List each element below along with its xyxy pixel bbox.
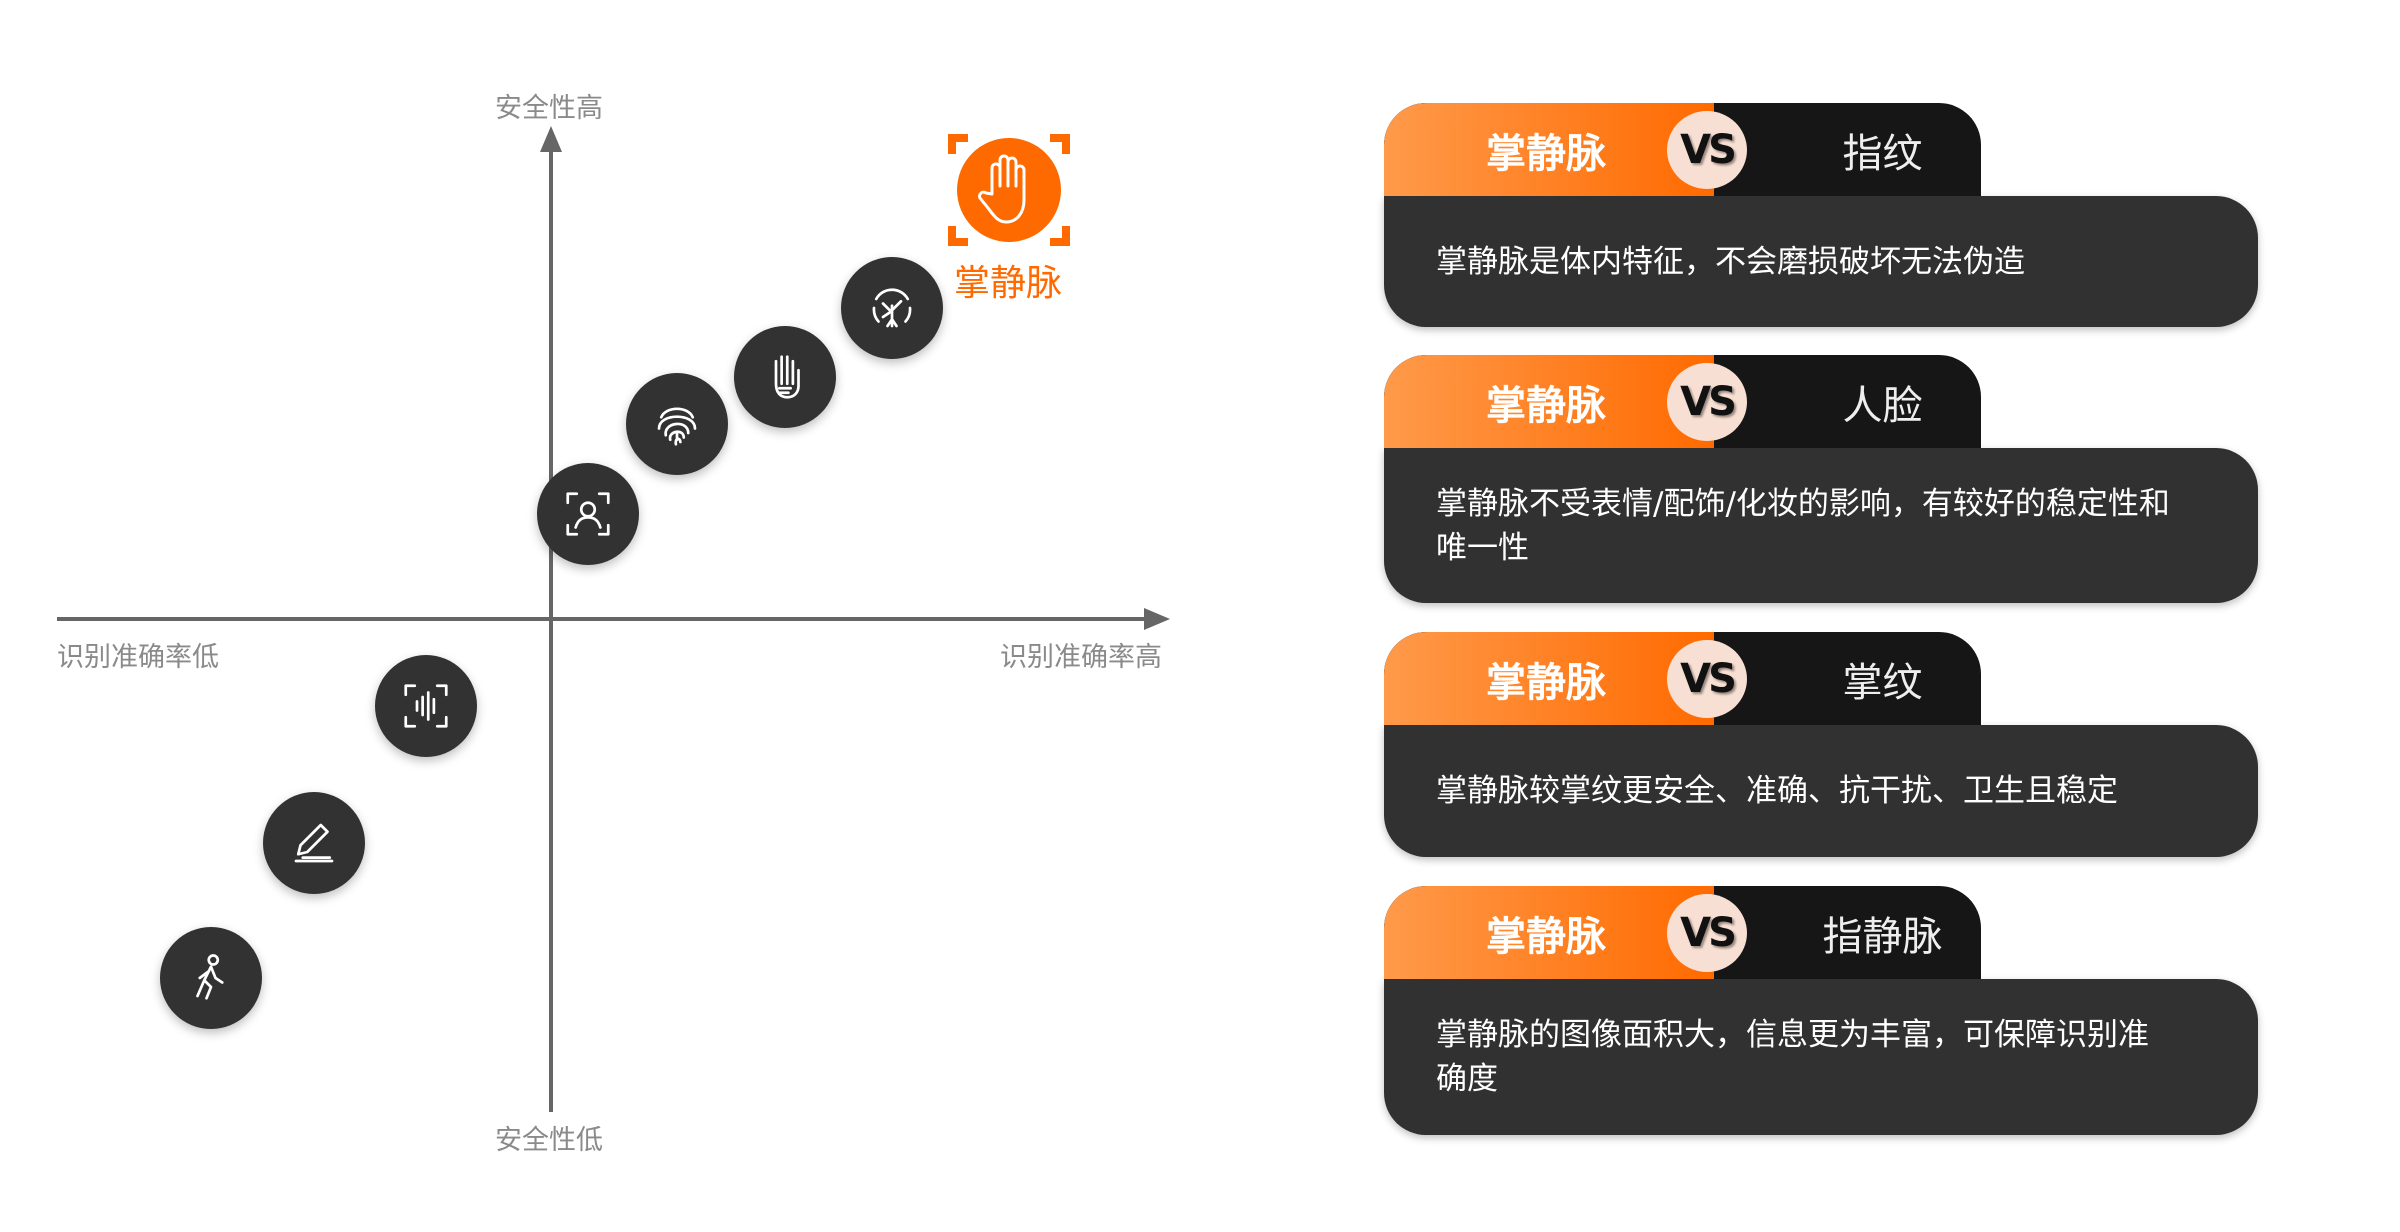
card-description: 掌静脉不受表情/配饰/化妆的影响，有较好的稳定性和唯一性 [1436, 485, 2170, 566]
comparison-card-palmprint: 掌静脉 VS 掌纹 掌静脉较掌纹更安全、准确、抗干扰、卫生且稳定 [1384, 632, 2258, 857]
voice-icon [404, 684, 448, 728]
card-left-label: 掌静脉 [1486, 659, 1606, 706]
card-description: 掌静脉较掌纹更安全、准确、抗干扰、卫生且稳定 [1436, 773, 2118, 809]
card-left-label: 掌静脉 [1486, 382, 1606, 429]
palm-vein-icon [948, 134, 1070, 246]
face-icon [566, 492, 610, 536]
gait-icon [196, 954, 224, 1000]
x-axis-high-label: 识别准确率高 [1000, 642, 1162, 673]
finger-vein-icon [872, 288, 912, 328]
y-axis-low-label: 安全性低 [495, 1125, 603, 1156]
comparison-card-fingerprint: 掌静脉 VS 指纹 掌静脉是体内特征，不会磨损破坏无法伪造 [1384, 103, 2258, 327]
voice-node [375, 655, 477, 757]
card-description: 掌静脉的图像面积大，信息更为丰富，可保障识别准确度 [1436, 1017, 2149, 1097]
card-right-label: 掌纹 [1842, 659, 1923, 706]
card-right-label: 人脸 [1842, 382, 1923, 429]
finger-vein-node [841, 257, 943, 359]
signature-node [263, 792, 365, 894]
card-right-label: 指纹 [1842, 130, 1923, 177]
gait-node [160, 927, 262, 1029]
x-axis-low-label: 识别准确率低 [57, 642, 219, 673]
palm-vein-label: 掌静脉 [954, 263, 1063, 304]
quadrant-axes [57, 126, 1170, 1112]
card-right-label: 指静脉 [1822, 913, 1943, 960]
fingerprint-icon [657, 407, 697, 446]
vs-badge: VS [1667, 894, 1747, 972]
face-node [537, 463, 639, 565]
y-axis-high-label: 安全性高 [495, 93, 603, 124]
palmprint-node [734, 326, 836, 428]
card-left-label: 掌静脉 [1486, 130, 1606, 177]
signature-icon [294, 823, 334, 863]
card-left-label: 掌静脉 [1486, 913, 1606, 960]
comparison-card-face: 掌静脉 VS 人脸 掌静脉不受表情/配饰/化妆的影响，有较好的稳定性和唯一性 [1384, 355, 2258, 603]
fingerprint-node [626, 373, 728, 475]
palmprint-icon [774, 355, 800, 399]
vs-badge: VS [1667, 363, 1747, 441]
vs-badge: VS [1667, 640, 1747, 718]
card-description: 掌静脉是体内特征，不会磨损破坏无法伪造 [1436, 243, 2025, 280]
comparison-card-finger-vein: 掌静脉 VS 指静脉 掌静脉的图像面积大，信息更为丰富，可保障识别准确度 [1384, 886, 2258, 1135]
vs-badge: VS [1667, 111, 1747, 189]
